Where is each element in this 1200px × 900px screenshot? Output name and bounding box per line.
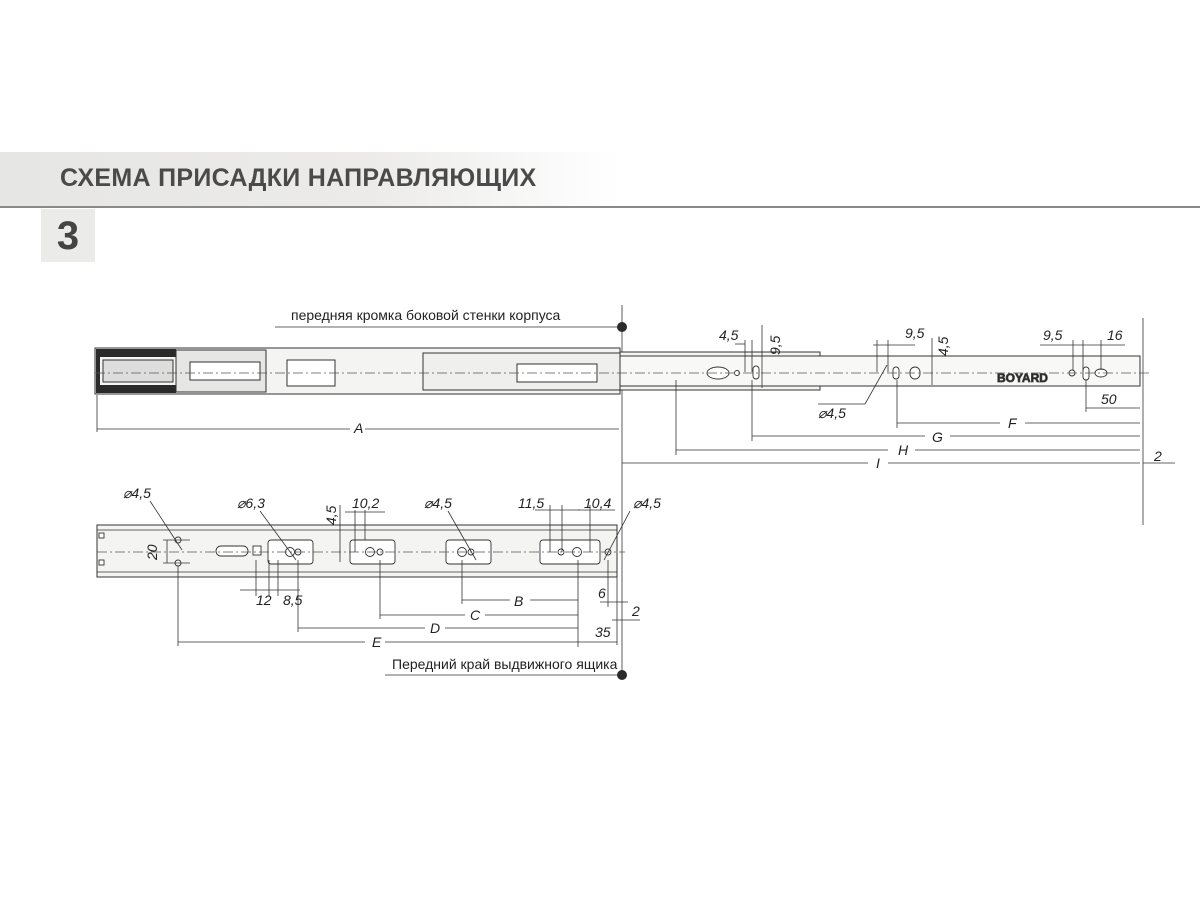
dim-C: C — [470, 607, 481, 623]
reference-dot-2 — [617, 670, 627, 680]
dim-hole-1: ⌀4,5 — [123, 485, 151, 501]
dim-10-2: 10,2 — [352, 495, 379, 511]
dim-11-5: 11,5 — [518, 495, 544, 511]
top-dimensions: A 50 F G H I 2 4,5 9,5 9,5 4,5 9,5 16 ⌀4… — [96, 325, 1175, 471]
header-band — [0, 152, 620, 207]
drawer-dimensions: Передний край выдвижного ящика ⌀4,5 ⌀6,3… — [123, 485, 661, 680]
dim-10-4: 10,4 — [584, 495, 611, 511]
dim-6: 6 — [598, 585, 606, 601]
dim-hole-2: ⌀6,3 — [237, 495, 265, 511]
section-number: 3 — [41, 209, 95, 262]
dim-hole-3: ⌀4,5 — [424, 495, 452, 511]
dim-hole-top: ⌀4,5 — [818, 405, 846, 421]
boyard-logo: BOYARD — [997, 371, 1048, 385]
cabinet-edge-note: передняя кромка боковой стенки корпуса — [291, 307, 561, 323]
dim-16: 16 — [1107, 327, 1123, 343]
dim-9-5-right: 9,5 — [1043, 327, 1063, 343]
dim-H: H — [898, 442, 909, 458]
dim-9-5-vert: 9,5 — [767, 335, 783, 355]
dim-8-5: 8,5 — [283, 592, 303, 608]
dim-hole-4: ⌀4,5 — [633, 495, 661, 511]
dim-A: A — [353, 420, 363, 436]
reference-dot — [617, 322, 627, 332]
dim-12: 12 — [256, 592, 272, 608]
dim-20: 20 — [144, 544, 160, 561]
dim-F: F — [1008, 415, 1018, 431]
top-rail: передняя кромка боковой стенки корпуса B… — [94, 307, 1150, 395]
dim-B: B — [514, 593, 523, 609]
dim-4-5-top: 4,5 — [719, 327, 739, 343]
dim-G: G — [932, 429, 943, 445]
drawer-rail — [96, 524, 625, 578]
page-title: СХЕМА ПРИСАДКИ НАПРАВЛЯЮЩИХ — [60, 164, 537, 192]
dim-E: E — [372, 634, 382, 650]
dim-35: 35 — [595, 624, 611, 640]
header-rule — [0, 206, 1200, 208]
dim-2-bottom: 2 — [631, 603, 640, 619]
dim-50: 50 — [1101, 391, 1117, 407]
dim-4-5-vert-bottom: 4,5 — [323, 505, 339, 525]
dim-D: D — [430, 620, 440, 636]
drawer-edge-note: Передний край выдвижного ящика — [392, 656, 618, 672]
dim-9-5-mid: 9,5 — [905, 325, 925, 341]
dim-I: I — [876, 455, 880, 471]
dim-4-5-vert: 4,5 — [935, 336, 951, 356]
dim-2-top: 2 — [1153, 448, 1162, 464]
